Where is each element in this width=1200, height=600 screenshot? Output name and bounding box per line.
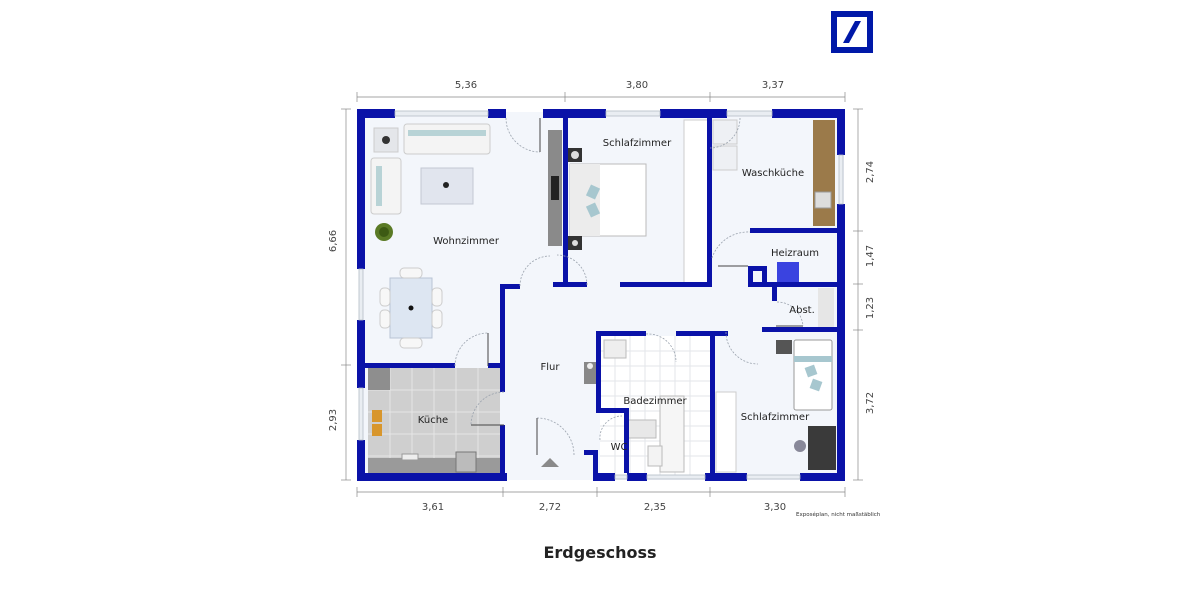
doors — [454, 117, 804, 456]
dim-right-2: 1,47 — [865, 245, 876, 267]
dim-bottom-3: 2,35 — [644, 502, 666, 513]
dim-top-1: 5,36 — [455, 80, 477, 91]
room-label-flur: Flur — [541, 362, 561, 373]
floor-title: Erdgeschoss — [543, 543, 657, 562]
room-label-wc: WC — [611, 442, 628, 453]
entrance-arrow-icon — [541, 458, 559, 467]
dim-left-2: 2,93 — [328, 409, 339, 431]
dimension-lines — [341, 92, 863, 497]
dim-top-3: 3,37 — [762, 80, 784, 91]
dimension-labels: 5,36 3,80 3,37 3,61 2,72 2,35 3,30 6,66 … — [328, 80, 876, 513]
room-label-waschkueche: Waschküche — [742, 168, 804, 179]
windows — [358, 110, 844, 480]
scale-disclaimer: Exposéplan, nicht maßstäblich — [796, 512, 881, 518]
dim-top-2: 3,80 — [626, 80, 648, 91]
dim-left-1: 6,66 — [328, 230, 339, 252]
bank-logo-icon — [831, 11, 873, 53]
room-label-badezimmer: Badezimmer — [623, 396, 687, 407]
door-leaves — [471, 118, 803, 455]
dim-right-3: 1,23 — [865, 297, 876, 319]
dim-right-1: 2,74 — [865, 161, 876, 183]
room-label-kueche: Küche — [418, 415, 448, 426]
dim-bottom-2: 2,72 — [539, 502, 561, 513]
room-label-schlafzimmer-1: Schlafzimmer — [603, 138, 672, 149]
dim-right-4: 3,72 — [865, 392, 876, 414]
room-label-abstellraum: Abst. — [789, 305, 815, 316]
room-label-wohnzimmer: Wohnzimmer — [433, 236, 500, 247]
dim-bottom-4: 3,30 — [764, 502, 786, 513]
room-label-heizraum: Heizraum — [771, 248, 819, 259]
room-labels: Wohnzimmer Schlafzimmer Waschküche Heizr… — [418, 138, 819, 453]
room-label-schlafzimmer-2: Schlafzimmer — [741, 412, 810, 423]
dim-bottom-1: 3,61 — [422, 502, 444, 513]
walls — [357, 109, 845, 481]
furniture — [370, 119, 836, 473]
floor-area — [360, 112, 844, 480]
